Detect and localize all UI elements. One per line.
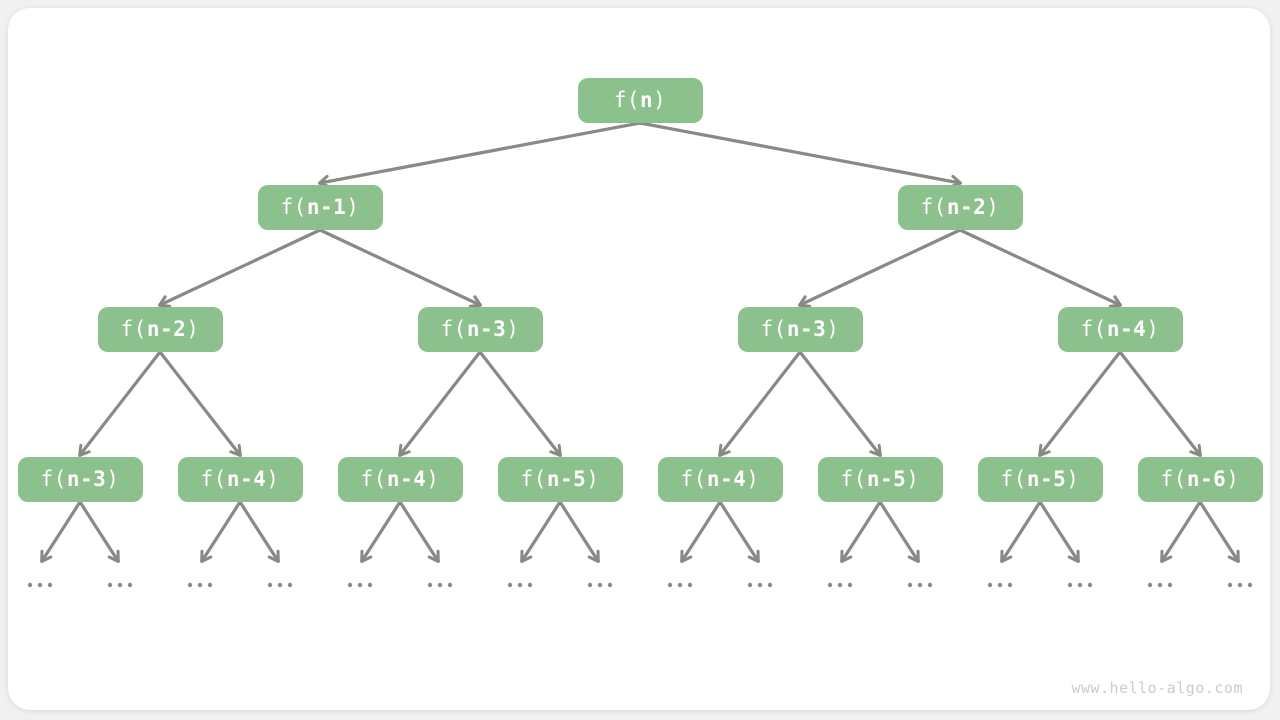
node-label-open: f( <box>120 317 147 341</box>
node-label-open: f( <box>440 317 467 341</box>
node-label-arg: n-5 <box>546 467 587 491</box>
node-label-open: f( <box>1080 317 1107 341</box>
tree-node-f-n: f(n) <box>577 78 703 123</box>
tree-node-f-n-4: f(n-4) <box>657 457 783 502</box>
node-label-close: ) <box>1146 317 1160 341</box>
node-label-arg: n <box>639 88 654 112</box>
tree-node-f-n-1: f(n-1) <box>257 185 383 230</box>
node-label-open: f( <box>280 195 307 219</box>
node-label-arg: n-6 <box>1186 467 1227 491</box>
node-label-close: ) <box>1226 467 1240 491</box>
node-label-arg: n-3 <box>66 467 107 491</box>
node-label-open: f( <box>360 467 387 491</box>
node-label-arg: n-4 <box>1106 317 1147 341</box>
node-label-arg: n-1 <box>306 195 347 219</box>
tree-node-f-n-5: f(n-5) <box>497 457 623 502</box>
node-label-close: ) <box>906 467 920 491</box>
node-label-close: ) <box>986 195 1000 219</box>
node-label-close: ) <box>506 317 520 341</box>
node-label-close: ) <box>1066 467 1080 491</box>
node-label-open: f( <box>40 467 67 491</box>
tree-node-f-n-2: f(n-2) <box>97 307 223 352</box>
node-label-close: ) <box>426 467 440 491</box>
node-label-close: ) <box>266 467 280 491</box>
tree-node-f-n-5: f(n-5) <box>977 457 1103 502</box>
node-label-close: ) <box>346 195 360 219</box>
tree-node-f-n-6: f(n-6) <box>1137 457 1263 502</box>
node-label-arg: n-5 <box>866 467 907 491</box>
node-label-open: f( <box>1160 467 1187 491</box>
node-label-open: f( <box>613 88 640 112</box>
tree-node-f-n-2: f(n-2) <box>897 185 1023 230</box>
node-label-close: ) <box>653 88 667 112</box>
tree-node-f-n-3: f(n-3) <box>17 457 143 502</box>
node-label-arg: n-2 <box>946 195 987 219</box>
node-label-close: ) <box>746 467 760 491</box>
node-label-open: f( <box>760 317 787 341</box>
tree-node-f-n-4: f(n-4) <box>177 457 303 502</box>
node-label-arg: n-4 <box>226 467 267 491</box>
node-label-arg: n-3 <box>466 317 507 341</box>
tree-node-f-n-5: f(n-5) <box>817 457 943 502</box>
node-label-arg: n-4 <box>386 467 427 491</box>
node-label-open: f( <box>200 467 227 491</box>
node-label-close: ) <box>586 467 600 491</box>
node-label-open: f( <box>680 467 707 491</box>
node-label-arg: n-3 <box>786 317 827 341</box>
node-label-open: f( <box>920 195 947 219</box>
node-label-open: f( <box>520 467 547 491</box>
tree-node-f-n-3: f(n-3) <box>417 307 543 352</box>
node-label-arg: n-5 <box>1026 467 1067 491</box>
tree-node-f-n-3: f(n-3) <box>737 307 863 352</box>
node-label-open: f( <box>840 467 867 491</box>
node-label-arg: n-2 <box>146 317 187 341</box>
node-label-arg: n-4 <box>706 467 747 491</box>
tree-node-f-n-4: f(n-4) <box>337 457 463 502</box>
tree-node-f-n-4: f(n-4) <box>1057 307 1183 352</box>
node-label-open: f( <box>1000 467 1027 491</box>
node-label-close: ) <box>106 467 120 491</box>
node-label-close: ) <box>186 317 200 341</box>
node-label-close: ) <box>826 317 840 341</box>
watermark: www.hello-algo.com <box>1071 679 1243 697</box>
